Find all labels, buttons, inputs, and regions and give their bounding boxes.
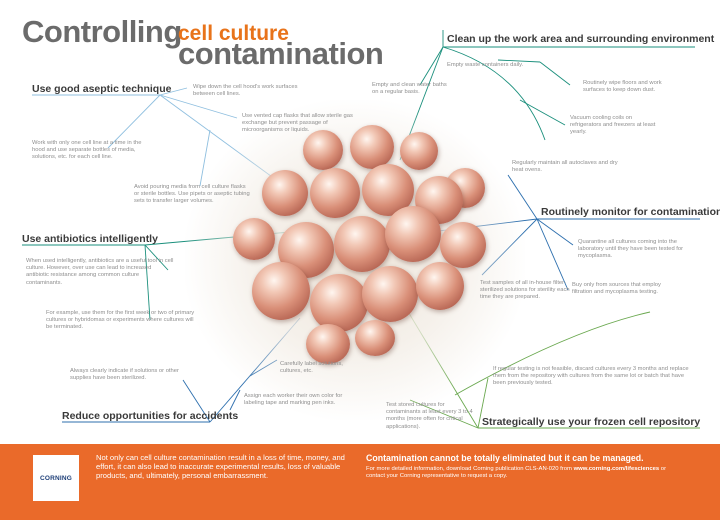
title-contamination: contamination (178, 36, 384, 71)
footer-url-link[interactable]: www.corning.com/lifesciences (573, 466, 660, 472)
cell-sphere (350, 125, 394, 169)
note-buy-sources: Buy only from sources that employ filtra… (572, 282, 661, 296)
heading-aseptic-technique: Use good aseptic technique (32, 83, 172, 95)
cell-sphere (306, 324, 350, 364)
footer-intro-text: Not only can cell culture contamination … (96, 453, 345, 480)
cell-sphere (233, 218, 275, 260)
note-test-solutions: Test samples of all in-house filter-ster… (480, 280, 570, 301)
note-antibiotics-useful: When used intelligently, antibiotics are… (26, 258, 174, 286)
note-avoid-pouring: Avoid pouring media from cell culture fl… (134, 184, 250, 205)
footer-banner: CORNING Not only can cell culture contam… (0, 444, 720, 520)
cell-sphere (385, 206, 441, 262)
footer-heading: Contamination cannot be totally eliminat… (366, 453, 644, 463)
cell-sphere (334, 216, 390, 272)
note-label-sterilized: Always clearly indicate if solutions or … (70, 368, 179, 382)
title-controlling: Controlling (22, 14, 182, 49)
cell-sphere (310, 168, 360, 218)
note-wipe-floors: Routinely wipe floors and work surfaces … (583, 80, 662, 94)
footer-details-line1: For more detailed information, download … (366, 466, 572, 472)
cell-sphere (310, 274, 368, 332)
heading-frozen-repository: Strategically use your frozen cell repos… (482, 416, 701, 428)
title-cell-culture: cell culture (178, 22, 289, 45)
cell-sphere (262, 170, 308, 216)
note-assign-color: Assign each worker their own color for l… (244, 393, 343, 407)
clean-connectors (399, 30, 695, 161)
cell-sphere (400, 132, 438, 170)
heading-clean-work-area: Clean up the work area and surrounding e… (447, 33, 715, 45)
footer-details-line2: or contact your Corning representative t… (366, 466, 667, 480)
note-vented-flasks: Use vented cap flasks that allow sterile… (242, 113, 353, 134)
note-label-solutions: Carefully label solutions, cultures, etc… (280, 361, 343, 375)
cell-sphere (303, 130, 343, 170)
note-vacuum-coils: Vacuum cooling coils on refrigerators an… (570, 115, 656, 136)
cell-sphere (416, 262, 464, 310)
note-one-cell-line: Work with only one cell line at a time i… (32, 140, 142, 161)
cell-sphere (440, 222, 486, 268)
cell-sphere (252, 262, 310, 320)
footer-details: For more detailed information, download … (366, 466, 686, 481)
note-quarantine: Quarantine all cultures coming into the … (578, 239, 684, 260)
cell-sphere (362, 266, 418, 322)
corning-logo: CORNING (33, 455, 79, 501)
note-water-baths: Empty and clean water baths on a regular… (372, 82, 447, 96)
note-discard-cultures: If regular testing is not feasible, disc… (493, 366, 689, 387)
heading-antibiotics: Use antibiotics intelligently (22, 233, 158, 245)
note-test-stored: Test stored cultures for contaminants at… (386, 402, 473, 430)
note-empty-waste: Empty waste containers daily. (447, 62, 524, 68)
cell-sphere (355, 320, 395, 356)
note-wipe-hood: Wipe down the cell hood's work surfaces … (193, 84, 298, 98)
note-autoclaves: Regularly maintain all autoclaves and dr… (512, 160, 618, 174)
note-antibiotics-example: For example, use them for the first week… (46, 310, 195, 331)
heading-monitor-contamination: Routinely monitor for contamination (541, 206, 720, 218)
heading-reduce-accidents: Reduce opportunities for accidents (62, 410, 239, 422)
